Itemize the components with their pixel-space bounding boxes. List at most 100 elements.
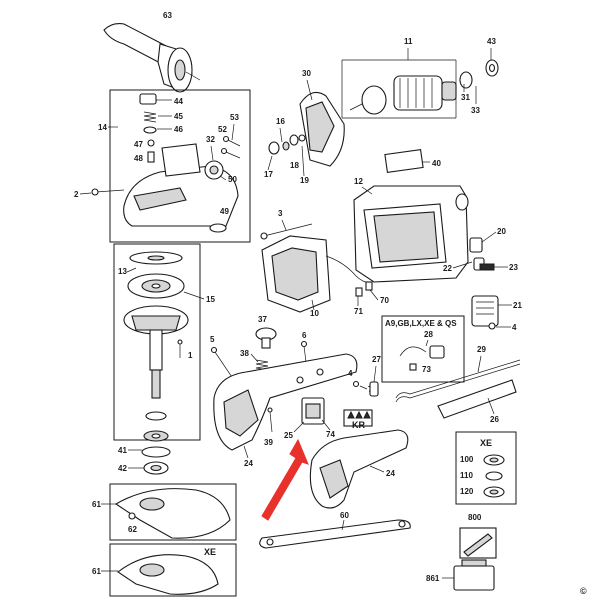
label-44: 44: [174, 97, 183, 106]
label-15: 15: [206, 295, 215, 304]
label-32: 32: [206, 135, 215, 144]
label-14: 14: [98, 123, 107, 132]
guard-61-xe: [117, 554, 219, 595]
label-5: 5: [210, 335, 215, 344]
cord-29: [395, 359, 521, 403]
label-861: 861: [426, 574, 440, 583]
label-70: 70: [380, 296, 389, 305]
spanner-60: [259, 519, 411, 549]
label-12: 12: [354, 177, 363, 186]
pin-47-48: [147, 139, 155, 163]
label-47: 47: [134, 140, 143, 149]
label-39: 39: [264, 438, 273, 447]
label-73: 73: [422, 365, 431, 374]
screws-52-53: [220, 135, 241, 159]
kit-box-861: [453, 559, 495, 591]
label-74: 74: [326, 430, 335, 439]
label-46: 46: [174, 125, 183, 134]
guard-box: [109, 483, 237, 541]
label-27: 27: [372, 355, 381, 364]
label-53: 53: [230, 113, 239, 122]
label-33: 33: [471, 106, 480, 115]
label-21: 21: [513, 301, 522, 310]
screw-4b: [352, 380, 360, 388]
label-37: 37: [258, 315, 267, 324]
label-41: 41: [118, 446, 127, 455]
label-42: 42: [118, 464, 127, 473]
spindle-assembly: [123, 305, 189, 399]
label-3: 3: [278, 209, 283, 218]
label-20: 20: [497, 227, 506, 236]
label-24b: 24: [386, 469, 395, 478]
label-62: 62: [128, 525, 137, 534]
label-25: 25: [284, 431, 293, 440]
lock-button-37: [255, 327, 277, 349]
motor-housing-12: [353, 185, 469, 283]
xe-guard-label: XE: [204, 547, 216, 557]
flange-13: [129, 251, 183, 265]
screw-3: [260, 223, 313, 240]
bearing-group-16-19: [268, 134, 306, 155]
label-60: 60: [340, 511, 349, 520]
label-29: 29: [477, 345, 486, 354]
label-45: 45: [174, 112, 183, 121]
label-48: 48: [134, 154, 143, 163]
kr-warning-label: [343, 409, 373, 427]
label-2: 2: [74, 190, 79, 199]
spring-45: [143, 111, 157, 123]
washer-49: [209, 223, 227, 233]
label-38: 38: [240, 349, 249, 358]
spindle-lock-44: [139, 93, 157, 105]
gear-15: [127, 273, 185, 299]
stator-10: [261, 235, 373, 313]
gear-housing-box: [109, 89, 251, 243]
label-100: 100: [460, 455, 474, 464]
label-24a: 24: [244, 459, 253, 468]
label-61b: 61: [92, 567, 101, 576]
red-indicator-arrow: [261, 438, 309, 521]
brush-cap-21: [471, 295, 499, 327]
washer-46: [143, 126, 157, 134]
label-22: 22: [443, 264, 452, 273]
screw-2: [91, 188, 125, 196]
guard-61: [114, 488, 231, 539]
label-40: 40: [432, 159, 441, 168]
label-31: 31: [461, 93, 470, 102]
screw-4a: [488, 322, 496, 330]
label-63: 63: [163, 11, 172, 20]
label-50: 50: [228, 175, 237, 184]
label-26: 26: [490, 415, 499, 424]
label-13: 13: [118, 267, 127, 276]
regional-box-title: A9,GB,LX,XE & QS: [385, 319, 457, 328]
xe-box-title: XE: [480, 438, 492, 448]
label-19: 19: [300, 176, 309, 185]
label-120: 120: [460, 487, 474, 496]
label-28: 28: [424, 330, 433, 339]
label-4a: 4: [512, 323, 517, 332]
key-1: [177, 339, 183, 358]
label-800: 800: [468, 513, 482, 522]
label-43: 43: [487, 37, 496, 46]
label-18: 18: [290, 161, 299, 170]
screw-62: [128, 512, 136, 520]
cord-sleeve-26: [437, 379, 517, 419]
bearing-43: [485, 59, 499, 77]
brush-holder-20-22-23: [469, 237, 495, 271]
regional-variant-box: [381, 315, 465, 383]
terminal-70-71: [355, 281, 373, 297]
label-17: 17: [264, 170, 273, 179]
label-110: 110: [460, 471, 473, 480]
label-6: 6: [302, 331, 307, 340]
label-52: 52: [218, 125, 227, 134]
label-49: 49: [220, 207, 229, 216]
guard-xe-box: [109, 543, 237, 597]
xe-flange-parts: [483, 454, 505, 498]
screw-6: [300, 340, 308, 363]
label-10: 10: [310, 309, 319, 318]
label-4b: 4: [348, 369, 353, 378]
wire-clip-27: [369, 381, 379, 397]
label-plate-40: [384, 148, 424, 174]
side-handle-part: [103, 23, 201, 93]
handle-half-24b: [309, 429, 409, 509]
